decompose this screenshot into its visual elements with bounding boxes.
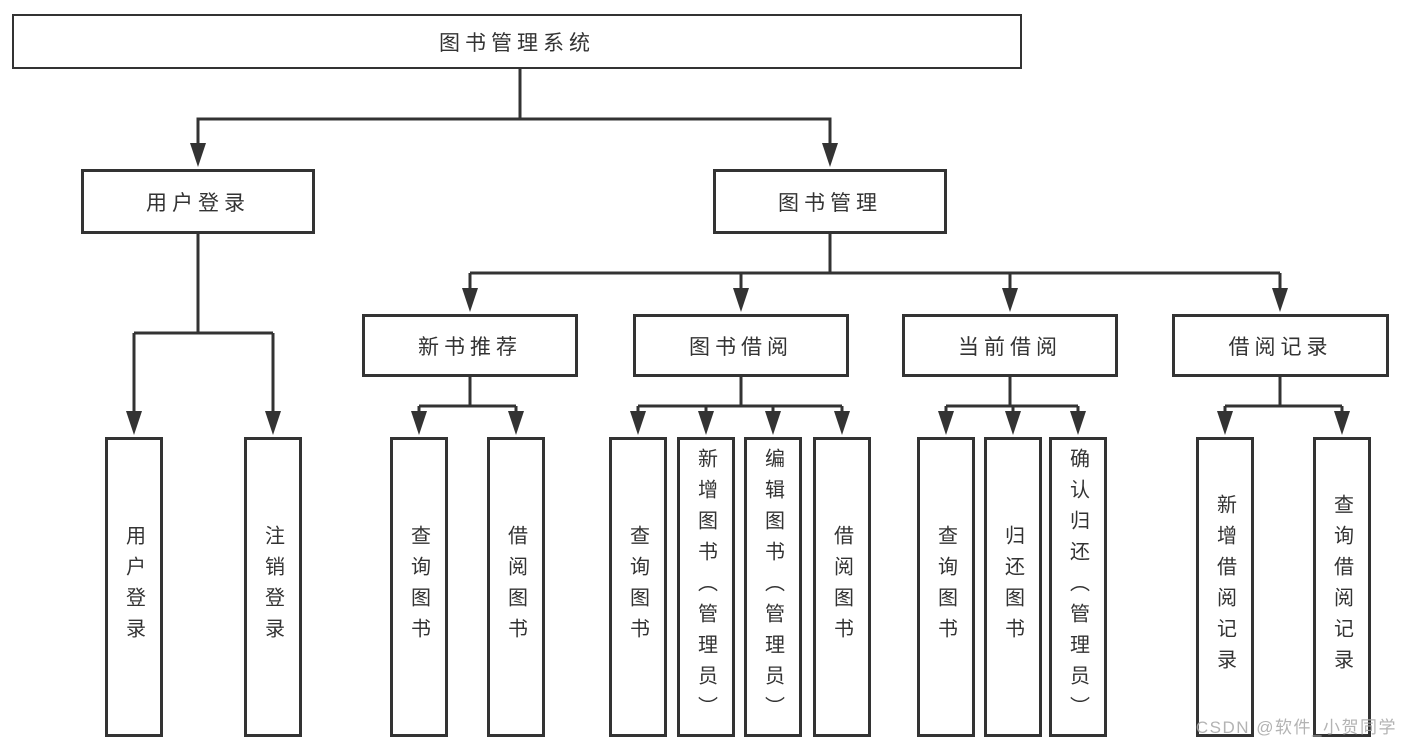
node-book-borrowing: 图书借阅 <box>633 314 849 377</box>
connector-user-login-to-leaves <box>126 234 281 435</box>
connector-new-book-recommend-to-leaves <box>411 377 524 435</box>
node-current-borrowing-label: 当前借阅 <box>958 335 1062 359</box>
node-current-borrowing: 当前借阅 <box>902 314 1118 377</box>
node-new-book-recommend-label: 新书推荐 <box>418 335 522 359</box>
leaf-nbr-query-books-label: 查询图书 <box>407 525 430 649</box>
node-new-book-recommend: 新书推荐 <box>362 314 578 377</box>
leaf-bb-query-books: 查询图书 <box>609 437 667 737</box>
leaf-bb-add-books-admin: 新增图书（管理员） <box>677 437 735 737</box>
leaf-nbr-query-books: 查询图书 <box>390 437 448 737</box>
node-root: 图书管理系统 <box>12 14 1022 69</box>
leaf-bb-edit-books-admin-label: 编辑图书（管理员） <box>761 447 784 727</box>
leaf-user-login-label: 用户登录 <box>122 525 145 649</box>
leaf-cb-confirm-return-admin: 确认归还（管理员） <box>1049 437 1107 737</box>
leaf-nbr-borrow-books-label: 借阅图书 <box>504 525 527 649</box>
leaf-logout-label: 注销登录 <box>261 525 284 649</box>
node-book-management-label: 图书管理 <box>778 191 882 215</box>
leaf-cb-confirm-return-admin-label: 确认归还（管理员） <box>1066 447 1089 727</box>
node-root-label: 图书管理系统 <box>439 31 595 55</box>
leaf-bb-borrow-books: 借阅图书 <box>813 437 871 737</box>
leaf-br-query-record-label: 查询借阅记录 <box>1330 494 1353 680</box>
leaf-cb-return-books-label: 归还图书 <box>1001 525 1024 649</box>
leaf-bb-edit-books-admin: 编辑图书（管理员） <box>744 437 802 737</box>
leaf-br-add-record-label: 新增借阅记录 <box>1213 494 1236 680</box>
watermark: CSDN @软件_小贺同学 <box>1195 718 1397 737</box>
leaf-logout: 注销登录 <box>244 437 302 737</box>
node-borrowing-records: 借阅记录 <box>1172 314 1389 377</box>
node-book-management: 图书管理 <box>713 169 947 234</box>
connector-borrowing-records-to-leaves <box>1217 377 1350 435</box>
leaf-user-login: 用户登录 <box>105 437 163 737</box>
node-user-login: 用户登录 <box>81 169 315 234</box>
connector-root-to-level2 <box>190 69 838 167</box>
node-borrowing-records-label: 借阅记录 <box>1228 335 1333 359</box>
connector-current-borrowing-to-leaves <box>938 377 1086 435</box>
leaf-br-add-record: 新增借阅记录 <box>1196 437 1254 737</box>
connector-book-management-to-level3 <box>462 234 1288 312</box>
leaf-nbr-borrow-books: 借阅图书 <box>487 437 545 737</box>
leaf-br-query-record: 查询借阅记录 <box>1313 437 1371 737</box>
leaf-bb-add-books-admin-label: 新增图书（管理员） <box>694 447 717 727</box>
connector-book-borrowing-to-leaves <box>630 377 850 435</box>
leaf-cb-query-books-label: 查询图书 <box>934 525 957 649</box>
leaf-cb-query-books: 查询图书 <box>917 437 975 737</box>
leaf-bb-query-books-label: 查询图书 <box>626 525 649 649</box>
node-book-borrowing-label: 图书借阅 <box>689 335 793 359</box>
node-user-login-label: 用户登录 <box>146 191 250 215</box>
leaf-bb-borrow-books-label: 借阅图书 <box>830 525 853 649</box>
leaf-cb-return-books: 归还图书 <box>984 437 1042 737</box>
